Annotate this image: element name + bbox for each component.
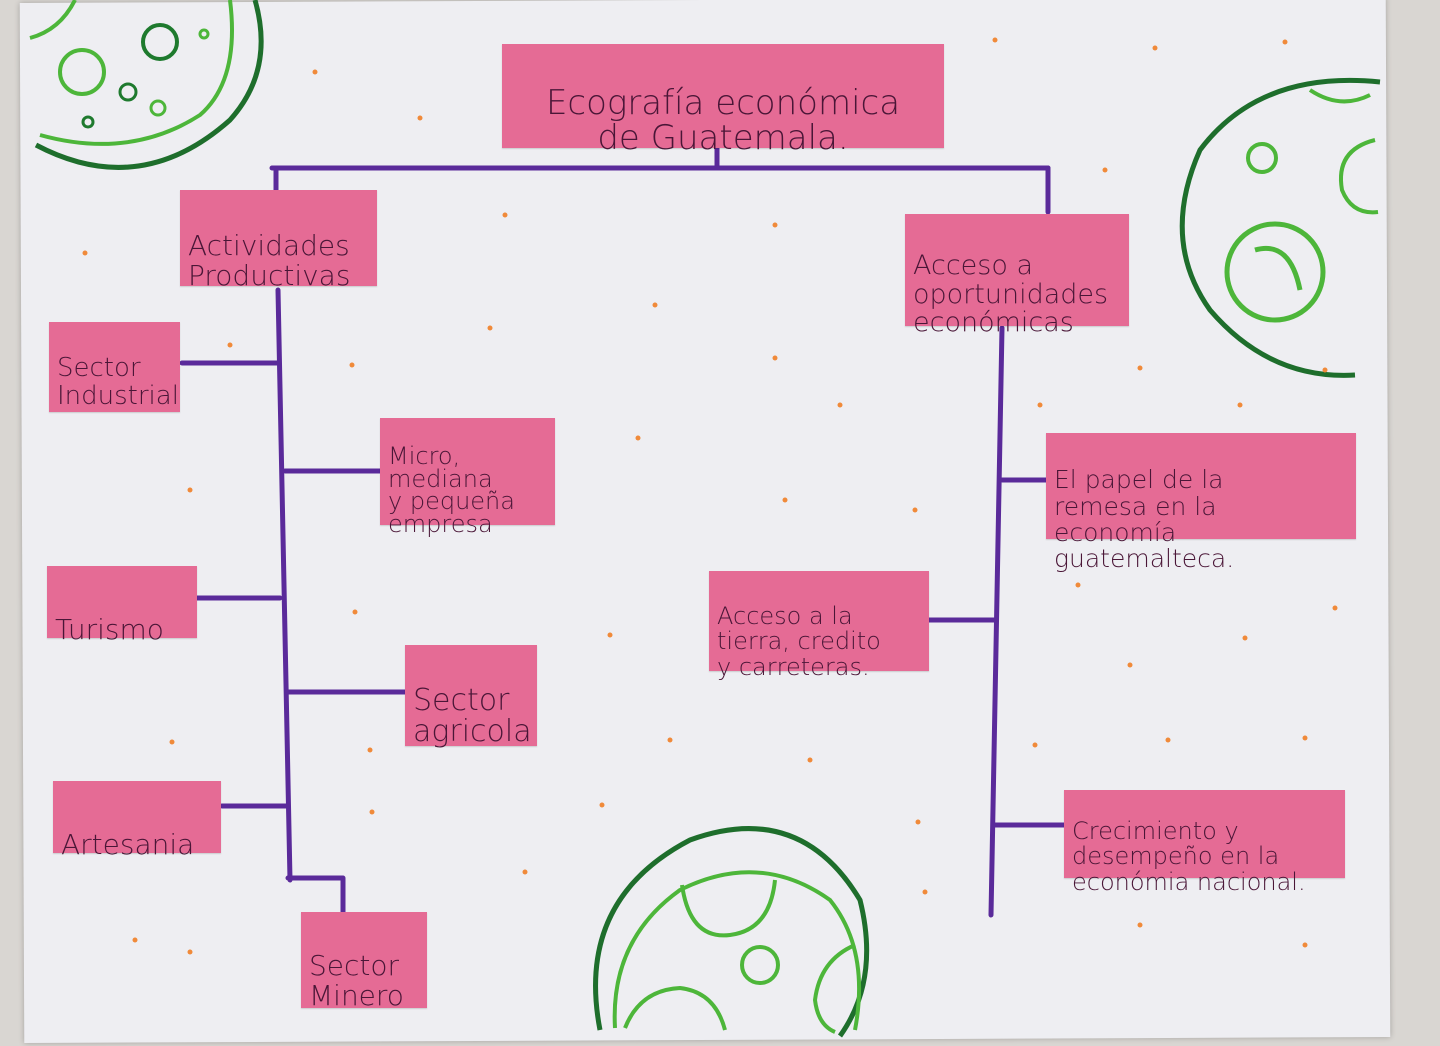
node-label: Acceso a la tierra, credito y carreteras… [717,602,881,681]
title-card: Ecografía económica de Guatemala. [502,44,944,156]
node-remesa: El papel de la remesa en la economía gua… [1046,433,1356,572]
node-artesania: Artesania [53,781,221,860]
planet-top-left-icon [29,0,264,170]
node-label: Sector Minero [309,949,404,1012]
node-acceso-tierra: Acceso a la tierra, credito y carreteras… [709,571,929,679]
node-turismo: Turismo [47,566,197,645]
node-label: Micro, mediana y pequeña empresa [388,441,515,539]
node-label: Sector agricola [413,682,532,749]
node-label: Acceso a oportunidades económicas [913,250,1109,339]
node-crecimiento: Crecimiento y desempeño en la económia n… [1064,790,1345,894]
connectors [179,145,1067,918]
node-label: Turismo [55,613,164,647]
node-micro-empresa: Micro, mediana y pequeña empresa [380,418,555,536]
decorative-dots [82,37,1338,955]
node-label: El papel de la remesa en la economía gua… [1054,465,1235,573]
node-label: Crecimiento y desempeño en la económia n… [1072,817,1306,896]
node-label: Actividades Productivas [188,229,351,292]
node-acceso-oportunidades: Acceso a oportunidades económicas [905,214,1129,337]
node-sector-minero: Sector Minero [301,912,427,1012]
node-sector-industrial: Sector Industrial [49,322,180,412]
planet-right-icon [1179,77,1381,378]
node-label: Artesania [61,828,195,862]
node-label: Sector Industrial [57,353,179,411]
node-actividades-productivas: Actividades Productivas [180,190,377,290]
node-sector-agricola: Sector agricola [405,645,537,749]
planet-bottom-icon [593,826,870,1038]
page-title: Ecografía económica de Guatemala. [545,82,901,159]
